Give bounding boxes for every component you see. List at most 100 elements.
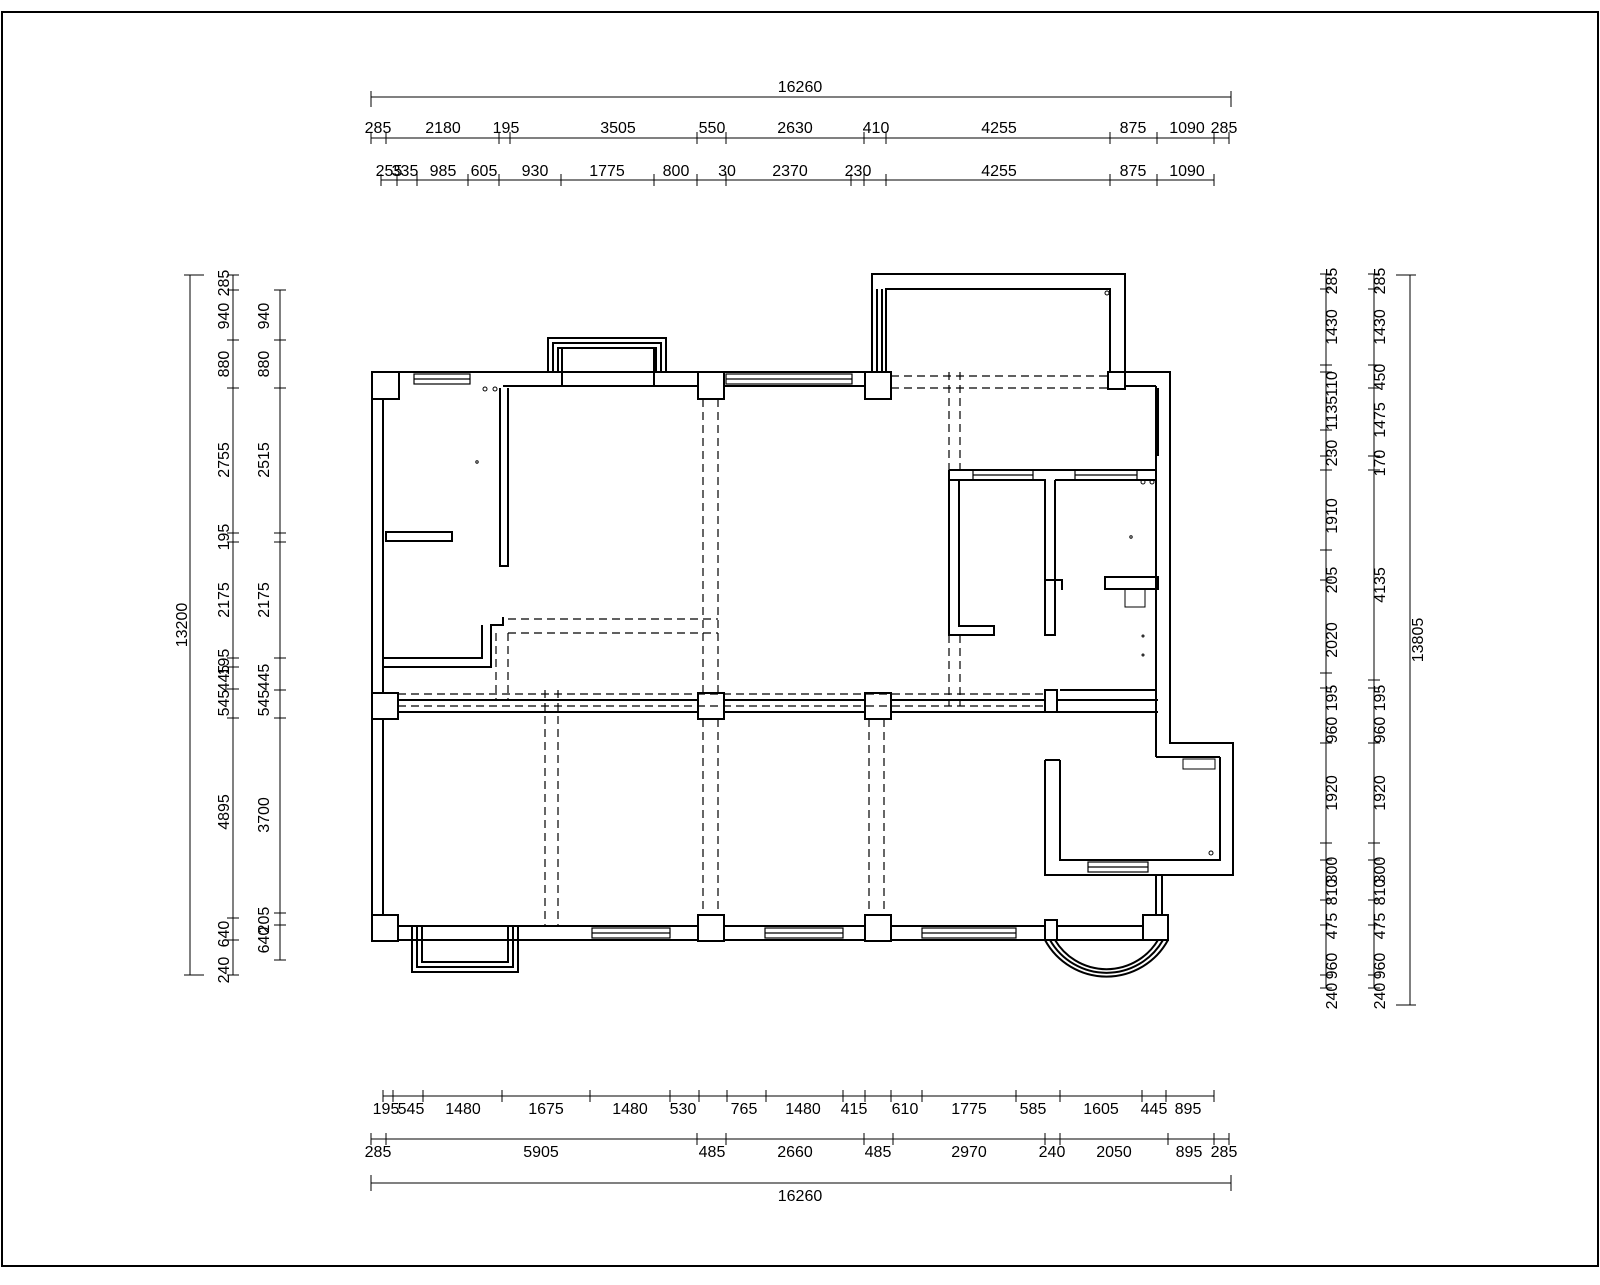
right-inner-label: 1430 — [1324, 309, 1341, 345]
top-row1-label: 285 — [365, 120, 392, 137]
top-row2-label: 930 — [522, 163, 549, 180]
right-inner-label: 960 — [1324, 953, 1341, 980]
bottom-row1-label: 895 — [1175, 1101, 1202, 1118]
right-outer-label: 240 — [1372, 983, 1389, 1010]
left-inner-label: 940 — [256, 303, 273, 330]
bottom-row2-label: 895 — [1176, 1144, 1203, 1161]
windows — [413, 373, 1149, 939]
bottom-row1-label: 1480 — [445, 1101, 481, 1118]
left-outer-label: 195 — [216, 524, 233, 551]
top-row2-label: 1775 — [589, 163, 625, 180]
left-outer-label: 285 — [216, 270, 233, 297]
right-inner-label: 810 — [1324, 879, 1341, 906]
bottom-row2-label: 2660 — [777, 1144, 813, 1161]
bottom-row1-label: 1480 — [612, 1101, 648, 1118]
right-inner-label: 1920 — [1324, 775, 1341, 811]
bottom-row2-label: 2970 — [951, 1144, 987, 1161]
right-inner-label: 110 — [1324, 371, 1341, 397]
top-overall-label: 16260 — [778, 79, 823, 96]
right-outer-label: 285 — [1372, 268, 1389, 295]
top-row1-label: 2180 — [425, 120, 461, 137]
bottom-row1-label: 585 — [1020, 1101, 1047, 1118]
bottom-row2-label: 285 — [365, 1144, 392, 1161]
right-inner-label: 1910 — [1324, 498, 1341, 534]
left-outer-label: 940 — [216, 303, 233, 330]
bottom-row1-label: 1605 — [1083, 1101, 1119, 1118]
top-row1-label: 3505 — [600, 120, 636, 137]
bottom-row1-label: 545 — [398, 1101, 425, 1118]
right-inner-label: 285 — [1324, 268, 1341, 295]
right-inner-label: 230 — [1324, 440, 1341, 467]
bottom-row2-label: 2050 — [1096, 1144, 1132, 1161]
left-outer-label: 545 — [216, 690, 233, 717]
left-inner-label: 640 — [256, 927, 273, 954]
top-dimensions: 16260 285 2180 195 3505 550 2630 410 4255 875 1090… — [365, 79, 1238, 186]
left-inner-label: 3700 — [256, 797, 273, 833]
left-dimensions: 1320028594088027551952175195445545489564… — [174, 270, 286, 984]
left-outer-label: 195 — [216, 649, 233, 676]
left-overall-label: 13200 — [174, 603, 191, 648]
left-outer-label: 880 — [216, 351, 233, 378]
left-outer-label: 445 — [216, 665, 233, 692]
bottom-row1-label: 415 — [841, 1101, 868, 1118]
left-outer-label: 4895 — [216, 794, 233, 830]
right-outer-label: 450 — [1372, 364, 1389, 391]
left-inner-label: 2175 — [256, 582, 273, 618]
right-outer-label: 300 — [1372, 857, 1389, 884]
right-outer-label: 1475 — [1372, 402, 1389, 438]
walls — [371, 273, 1234, 978]
top-row1-label: 550 — [699, 120, 726, 137]
right-inner-label: 2020 — [1324, 622, 1341, 658]
bottom-overall-label: 16260 — [778, 1188, 823, 1205]
bottom-row2-label: 285 — [1211, 1144, 1238, 1161]
drawing-frame — [1, 11, 1599, 1267]
right-outer-label: 4135 — [1372, 567, 1389, 603]
top-row2-label: 875 — [1120, 163, 1147, 180]
bottom-row1-label: 195 — [373, 1101, 400, 1118]
right-outer-label: 960 — [1372, 717, 1389, 744]
right-outer-label: 195 — [1372, 685, 1389, 712]
top-row1-label: 285 — [1211, 120, 1238, 137]
right-outer-label: 1430 — [1372, 309, 1389, 345]
right-inner-label: 960 — [1324, 717, 1341, 744]
right-outer-label: 475 — [1372, 913, 1389, 940]
top-row1-label: 2630 — [777, 120, 813, 137]
bottom-row2-label: 240 — [1039, 1144, 1066, 1161]
top-row2-label: 1090 — [1169, 163, 1205, 180]
bottom-row1-label: 1480 — [785, 1101, 821, 1118]
fixtures — [475, 290, 1216, 856]
left-outer-label: 2175 — [216, 582, 233, 618]
bottom-row2-label: 5905 — [523, 1144, 559, 1161]
top-row2-label: 605 — [471, 163, 498, 180]
bottom-row1-label: 1675 — [528, 1101, 564, 1118]
left-outer-label: 640 — [216, 921, 233, 948]
top-row2-label: 230 — [845, 163, 872, 180]
top-row2-label: 4255 — [981, 163, 1017, 180]
top-row1-label: 875 — [1120, 120, 1147, 137]
left-inner-label: 545 — [256, 690, 273, 717]
right-inner-label: 475 — [1324, 913, 1341, 940]
top-row1-label: 4255 — [981, 120, 1017, 137]
bottom-row2-label: 485 — [699, 1144, 726, 1161]
top-row2-label: 335 — [392, 163, 419, 180]
left-inner-label: 205 — [256, 907, 273, 934]
left-outer-label: 240 — [216, 957, 233, 984]
top-row2-label: 2370 — [772, 163, 808, 180]
top-row1-label: 1090 — [1169, 120, 1205, 137]
left-inner-label: 2515 — [256, 442, 273, 478]
right-overall-label: 13805 — [1410, 618, 1427, 663]
top-row2-label: 30 — [718, 163, 736, 180]
right-dimensions: 2851430110113523019102052020195960192030… — [1320, 268, 1427, 1010]
top-row1-label: 195 — [493, 120, 520, 137]
right-outer-label: 170 — [1372, 450, 1389, 477]
beams — [398, 372, 1108, 926]
right-inner-label: 1135 — [1324, 396, 1341, 431]
top-row2-label: 800 — [663, 163, 690, 180]
bottom-row1-label: 445 — [1141, 1101, 1168, 1118]
left-inner-label: 445 — [256, 664, 273, 691]
top-row1-label: 410 — [863, 120, 890, 137]
bottom-row1-label: 1775 — [951, 1101, 987, 1118]
top-row2-label: 985 — [430, 163, 457, 180]
